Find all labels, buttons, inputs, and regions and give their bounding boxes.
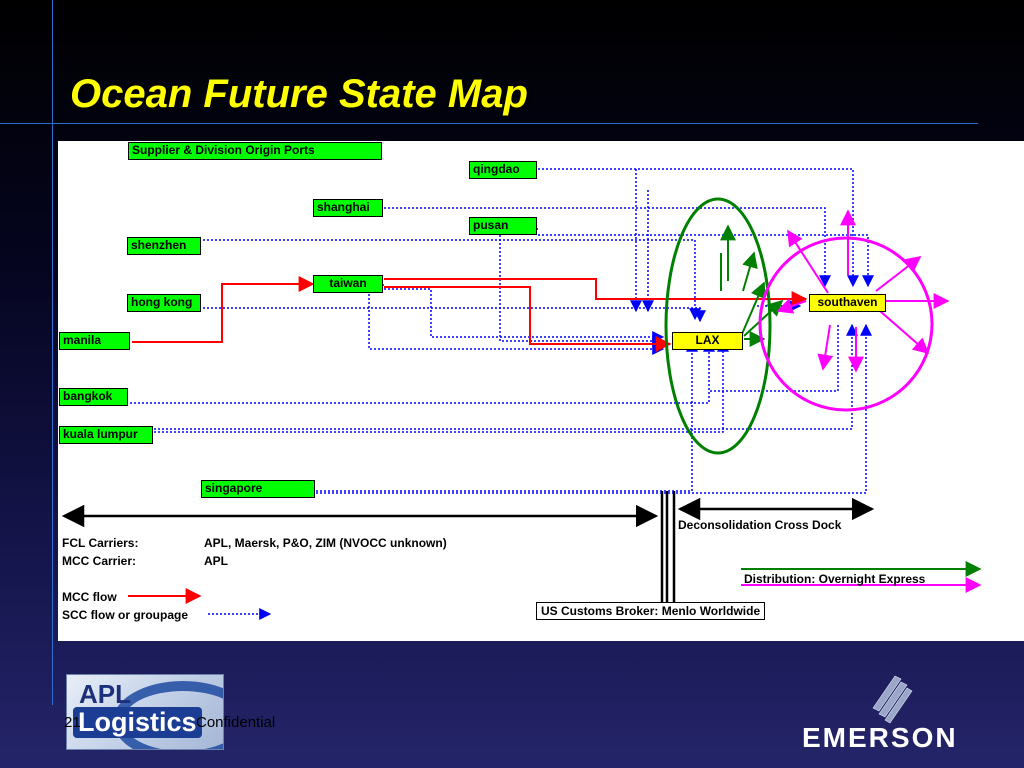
scc-line-taiwan-1 — [368, 284, 665, 355]
port-taiwan: taiwan — [313, 275, 383, 293]
scc-flow-lines — [130, 168, 874, 620]
scc-line-shanghai — [384, 207, 831, 288]
flow-diagram: Supplier & Division Origin Ports qingdao… — [58, 141, 1024, 641]
scc-line-kualalumpur-sh — [154, 323, 858, 430]
scc-line-singapore-1 — [316, 339, 698, 492]
scc-line-kualalumpur — [154, 339, 729, 433]
scc-line-hongkong — [203, 307, 706, 323]
mcc-line-taiwan-lax — [384, 286, 672, 352]
destination-southaven: southaven — [809, 294, 886, 312]
deconsolidation-ellipse — [664, 197, 772, 455]
deconsolidation-group — [664, 197, 982, 577]
confidential-footer: Confidential — [196, 714, 276, 731]
timeline-arrows — [61, 491, 875, 603]
port-qingdao: qingdao — [469, 161, 537, 179]
distribution-group — [741, 209, 982, 593]
scc-line-bangkok — [130, 339, 715, 404]
port-shanghai: shanghai — [313, 199, 383, 217]
scc-line-singapore-2 — [316, 323, 872, 494]
flow-lines — [61, 168, 982, 620]
mcc-carrier-value: APL — [204, 554, 228, 568]
port-manila: manila — [59, 332, 130, 350]
scc-line-sh-bottom — [708, 325, 839, 392]
accent-vertical-rule — [52, 0, 53, 705]
apl-logo-text: APL — [79, 679, 131, 709]
scc-line-shenzhen — [203, 239, 701, 321]
port-shenzhen: shenzhen — [127, 237, 201, 255]
scc-line-pusan-1 — [499, 228, 665, 347]
deconsolidation-label: Deconsolidation Cross Dock — [678, 518, 842, 532]
emerson-emblem-icon — [872, 675, 913, 724]
port-hong-kong: hong kong — [127, 294, 201, 312]
mcc-line-manila — [132, 276, 315, 343]
port-pusan: pusan — [469, 217, 537, 235]
origin-ports-label: Supplier & Division Origin Ports — [128, 142, 382, 160]
accent-horizontal-rule — [0, 123, 978, 124]
mcc-carrier-label: MCC Carrier: — [62, 554, 137, 568]
fcl-carriers-value: APL, Maersk, P&O, ZIM (NVOCC unknown) — [204, 536, 447, 550]
destination-lax: LAX — [672, 332, 743, 350]
distribution-label: Distribution: Overnight Express — [744, 572, 926, 586]
logistics-logo-text: Logistics — [73, 707, 202, 738]
port-singapore: singapore — [201, 480, 315, 498]
mcc-line-taiwan-southaven — [384, 278, 808, 307]
port-bangkok: bangkok — [59, 388, 128, 406]
page-number: 21 — [64, 714, 81, 731]
fcl-carriers-label: FCL Carriers: — [62, 536, 139, 550]
apl-logistics-logo: APL Logistics — [66, 674, 224, 750]
port-kuala-lumpur: kuala lumpur — [59, 426, 153, 444]
mcc-flow-legend: MCC flow — [62, 590, 117, 604]
customs-broker-label: US Customs Broker: Menlo Worldwide — [536, 602, 766, 620]
scc-line-taiwan-2 — [384, 288, 665, 343]
slide-title: Ocean Future State Map — [70, 72, 528, 116]
scc-line-qingdao — [538, 168, 859, 288]
distribution-ellipse — [758, 236, 934, 412]
scc-flow-legend: SCC flow or groupage — [62, 608, 188, 622]
emerson-logo: EMERSON — [802, 722, 958, 753]
mcc-flow-lines — [128, 276, 808, 604]
